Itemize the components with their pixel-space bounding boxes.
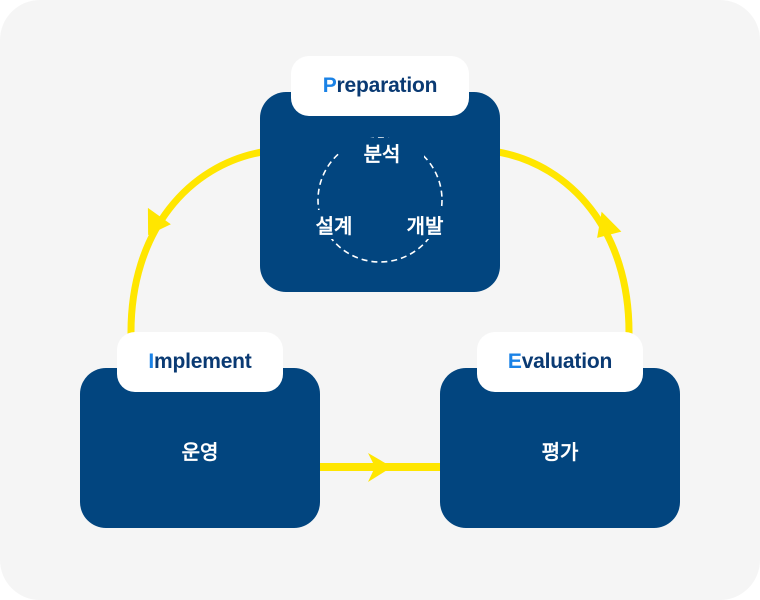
evaluation-box: [440, 368, 680, 528]
step-development: 개발: [395, 210, 455, 239]
arrow-preparation-to-implement: [127, 148, 263, 336]
step-analysis: 분석: [340, 138, 424, 167]
implement-box: [80, 368, 320, 528]
step-design: 설계: [304, 210, 364, 239]
evaluation-title: valuation: [521, 350, 613, 373]
evaluation-initial: E: [507, 350, 522, 373]
implement-initial: I: [148, 350, 155, 373]
arrow-evaluation-to-preparation: [497, 148, 633, 336]
preparation-initial: P: [322, 74, 337, 97]
arrowhead-right: [597, 211, 622, 238]
dashed-cycle-circle: [317, 137, 443, 263]
arrowhead-left: [147, 207, 171, 236]
implement-title: mplement: [154, 350, 252, 373]
preparation-title: reparation: [336, 74, 438, 97]
preparation-box: [260, 92, 500, 292]
evaluation-content: 평가: [541, 440, 579, 464]
arrowhead-bottom: [368, 453, 392, 482]
implement-content: 운영: [181, 440, 219, 464]
